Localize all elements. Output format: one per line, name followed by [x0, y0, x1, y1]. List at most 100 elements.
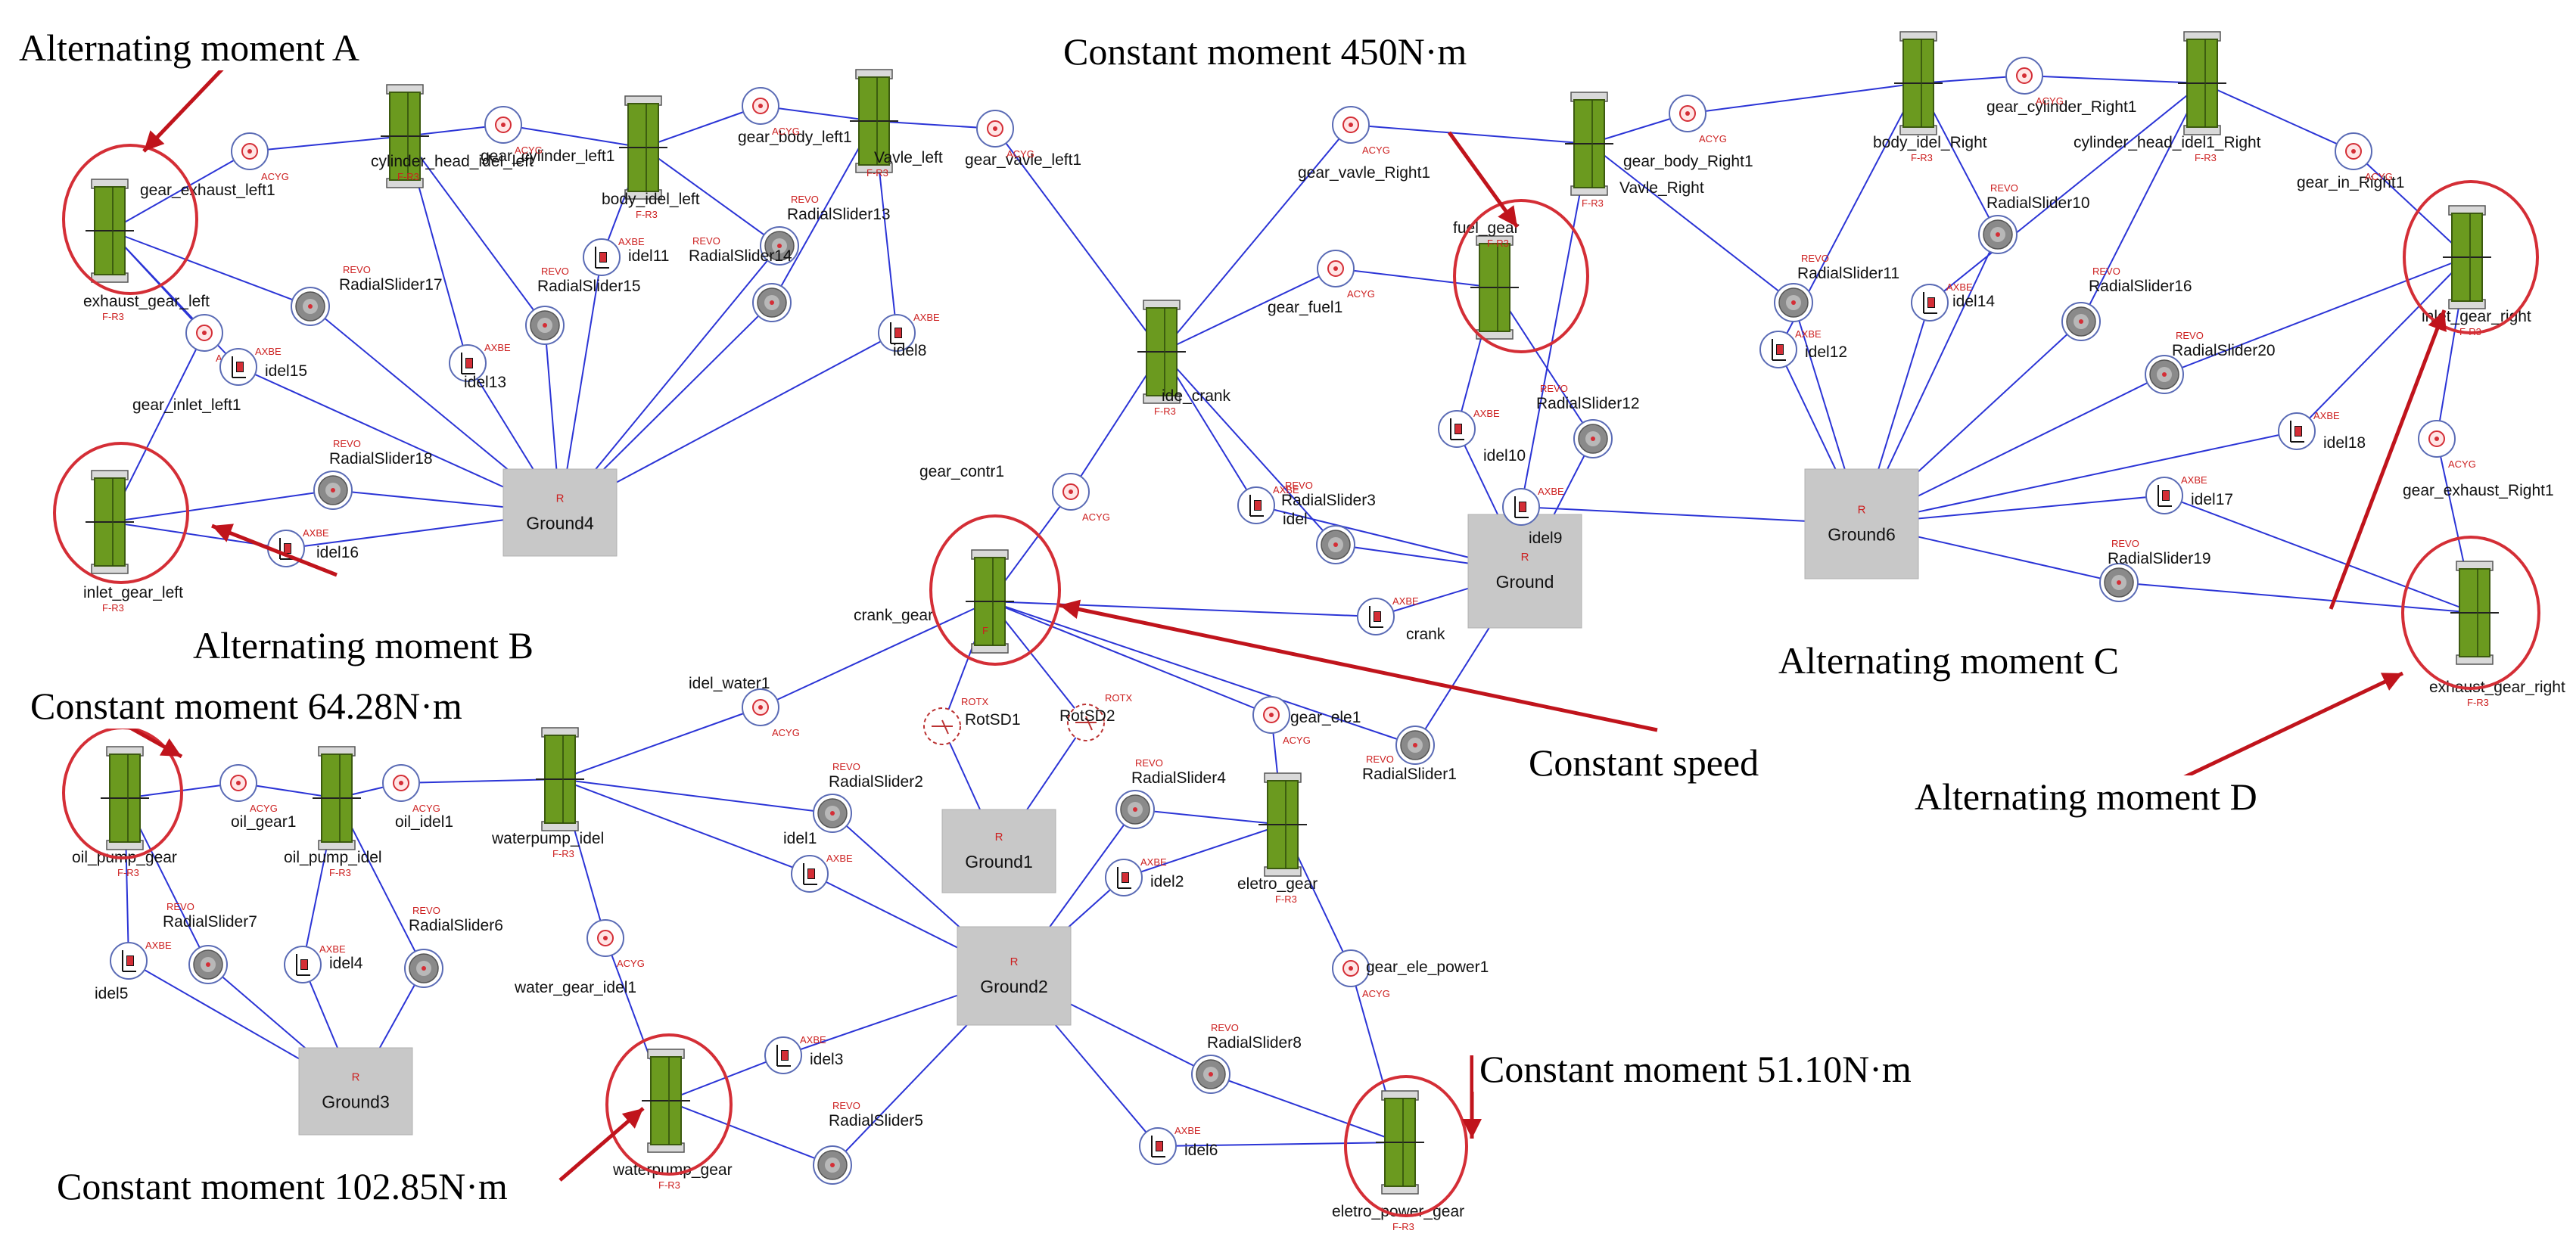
connection-line	[989, 601, 1087, 723]
idler-tag: AXBE	[2313, 410, 2340, 421]
gear-label: body_idel_Right	[1873, 134, 1987, 151]
connection-line	[1520, 143, 1590, 508]
idler-tag: AXBE	[1392, 595, 1419, 607]
ground-tag: R	[1521, 551, 1529, 564]
contact-center	[247, 149, 252, 154]
contact-label: gear_contr1	[919, 463, 1004, 480]
connection-line	[873, 120, 996, 129]
contact-tag: ACYG	[1362, 144, 1390, 156]
idler-label: crank	[1406, 626, 1445, 643]
annotation-backdrop	[1523, 741, 1766, 785]
idler-bearing[interactable]: crank AXBE	[1357, 595, 1445, 643]
annotation-backdrop	[1772, 639, 2125, 683]
slider-tag: REVO	[1366, 754, 1394, 765]
contact-center	[603, 936, 608, 940]
contact-tag: ACYG	[1006, 148, 1034, 160]
slider-label: RadialSlider19	[2108, 550, 2211, 567]
